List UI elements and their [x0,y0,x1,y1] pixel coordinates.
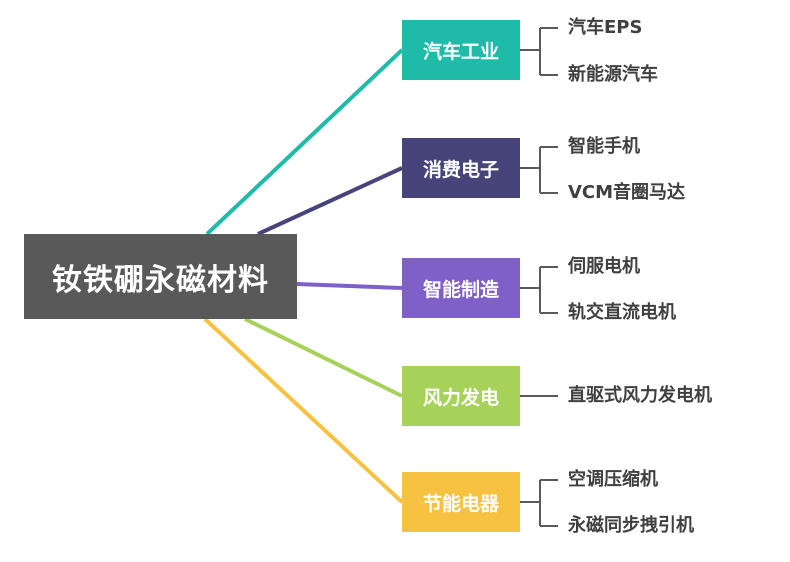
branch-appliances: 节能电器 [402,472,520,532]
bracket-appliances [520,479,558,527]
connector-wind-power [244,317,403,398]
bracket-automotive [520,27,558,76]
leaf-smartphone: 智能手机 [568,136,640,157]
leaf-automotive-eps: 汽车EPS [568,17,643,38]
branch-automotive: 汽车工业 [402,20,520,80]
branch-wind-power: 风力发电 [402,366,520,426]
branch-smart-manufacturing: 智能制造 [402,258,520,318]
leaf-ac-compressor: 空调压缩机 [568,469,658,490]
leaf-direct-drive-wind-generator: 直驱式风力发电机 [568,385,712,406]
leaf-rail-dc-motor: 轨交直流电机 [568,302,676,323]
connector-automotive [205,48,404,236]
bracket-consumer-electronics [520,146,558,194]
branch-consumer-electronics: 消费电子 [402,138,520,198]
connector-smart-manufacturing [296,282,403,290]
connector-appliances [203,317,404,504]
bracket-smart-manufacturing [520,266,558,314]
root-node: 钕铁硼永磁材料 [24,234,297,319]
leaf-pm-traction-machine: 永磁同步拽引机 [568,515,694,536]
leaf-vcm-motor: VCM音圈马达 [568,182,686,203]
connector-consumer-electronics [257,166,403,236]
leaf-new-energy-vehicle: 新能源汽车 [568,64,658,85]
leaf-servo-motor: 伺服电机 [568,256,640,277]
